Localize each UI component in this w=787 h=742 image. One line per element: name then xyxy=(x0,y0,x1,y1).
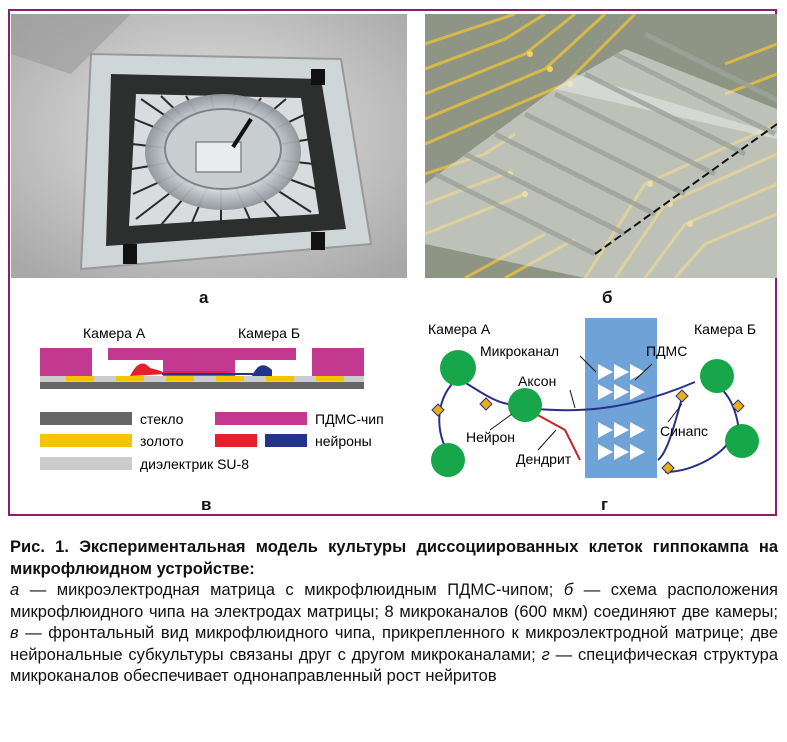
caption-c-text: — фронтальный вид микрофлюидного чипа, п… xyxy=(10,624,778,664)
neuron-label: Нейрон xyxy=(466,429,515,445)
synapse-label: Синапс xyxy=(660,423,708,439)
pdms-label: ПДМС xyxy=(646,343,687,359)
legend-dielectric-swatch xyxy=(40,457,132,470)
front-view-diagram: Камера А Камера Б стекло ПДМС-чип золото… xyxy=(40,325,384,472)
panel-a-photo xyxy=(11,14,407,278)
caption-title: Рис. 1. Экспериментальная модель культур… xyxy=(10,538,778,578)
legend-neurons-label: нейроны xyxy=(315,433,372,449)
neuron-blue-shape xyxy=(252,365,272,376)
glass-layer xyxy=(40,382,364,389)
legend-glass-label: стекло xyxy=(140,411,184,427)
legend-gold-label: золото xyxy=(140,433,184,449)
channel-structure-diagram: Камера А Камера Б Микроканал ПДМС Аксон … xyxy=(428,318,759,478)
mea-photo-illustration xyxy=(11,14,407,278)
cell-5 xyxy=(725,424,759,458)
panel-g-letter: г xyxy=(601,495,609,514)
panel-c-front-view: Камера А Камера Б стекло ПДМС-чип золото… xyxy=(20,318,400,498)
figure-caption: Рис. 1. Экспериментальная модель культур… xyxy=(10,537,778,688)
legend-glass-swatch xyxy=(40,412,132,425)
chamber-b-label: Камера Б xyxy=(238,325,300,341)
chamber-a-label: Камера А xyxy=(83,325,146,341)
legend-neuron-blue-swatch xyxy=(265,434,307,447)
cell-2 xyxy=(508,388,542,422)
panel-c-letter: в xyxy=(201,495,212,514)
cell-3 xyxy=(431,443,465,477)
neuron-red-shape xyxy=(130,363,167,376)
g-chamber-a-label: Камера А xyxy=(428,321,491,337)
caption-b-letter: б xyxy=(563,581,574,599)
caption-g-text: — специфическая структура микроканалов о… xyxy=(10,645,778,686)
panel-a-letter: а xyxy=(199,288,209,307)
cell-1 xyxy=(440,350,476,386)
caption-g-letter: г xyxy=(541,645,550,664)
g-chamber-b-label: Камера Б xyxy=(694,321,756,337)
caption-a-letter: а xyxy=(10,581,20,599)
legend-pdms-label: ПДМС-чип xyxy=(315,411,384,427)
cell-4 xyxy=(700,359,734,393)
dendrite-label: Дендрит xyxy=(516,451,572,467)
panel-g-channel-structure: Камера А Камера Б Микроканал ПДМС Аксон … xyxy=(420,312,775,500)
legend-dielectric-label: диэлектрик SU-8 xyxy=(140,456,249,472)
channel-layout-illustration xyxy=(425,14,777,278)
microchannel-label: Микроканал xyxy=(480,343,559,359)
dielectric-layer xyxy=(40,376,364,382)
pdms-block-middle xyxy=(163,360,235,378)
panel-b-layout xyxy=(425,14,777,278)
pdms-block-right xyxy=(312,348,364,378)
legend-pdms-swatch xyxy=(215,412,307,425)
panel-b-letter: б xyxy=(602,288,613,307)
caption-b-text: — схема распо­ложения микрофлюидного чип… xyxy=(10,581,778,621)
pdms-block-left xyxy=(40,348,92,378)
caption-a-text: — микроэлектродная матрица с микрофлюидн… xyxy=(19,581,564,599)
axon-label: Аксон xyxy=(518,373,556,389)
legend-neuron-red-swatch xyxy=(215,434,257,447)
legend-gold-swatch xyxy=(40,434,132,447)
caption-c-letter: в xyxy=(10,624,19,642)
pdms-block-top xyxy=(108,348,296,360)
